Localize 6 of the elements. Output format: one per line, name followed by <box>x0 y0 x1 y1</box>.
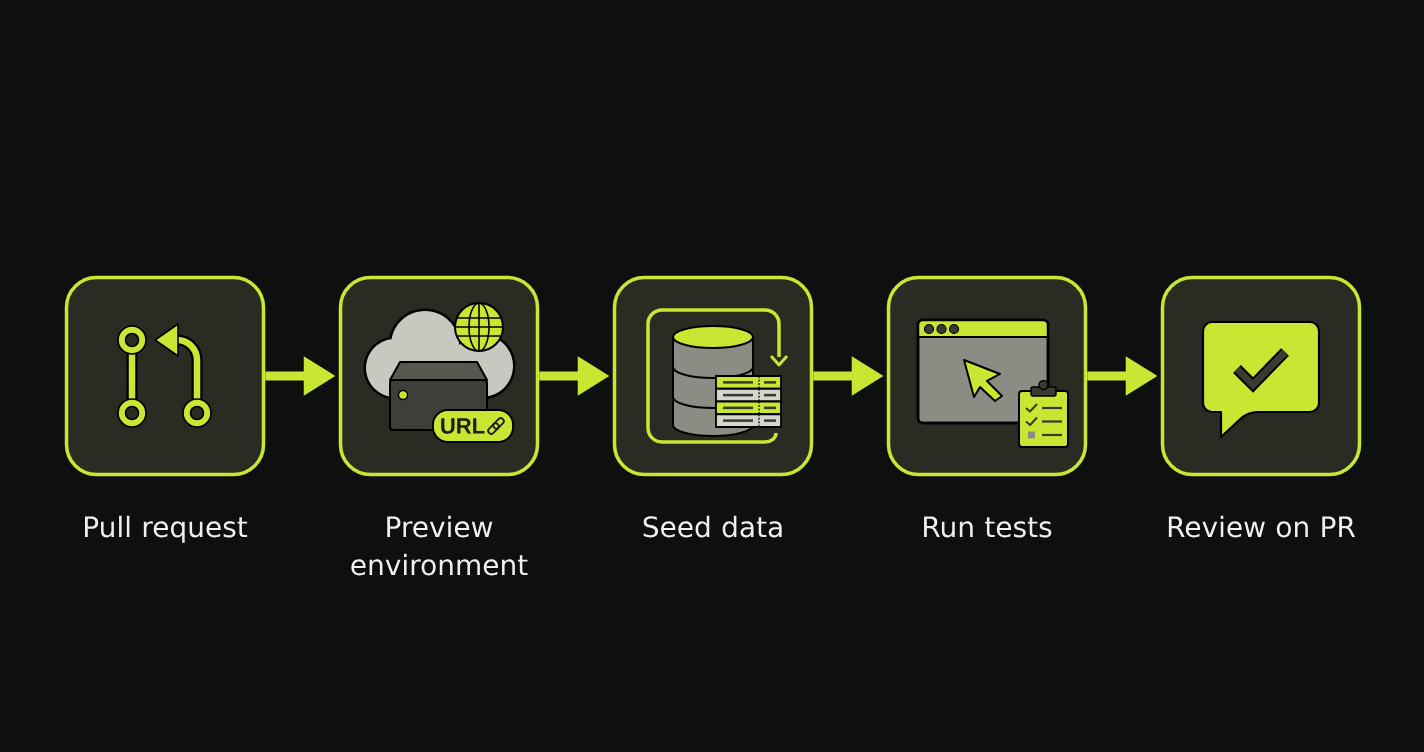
step-label: Preview environment <box>351 515 528 576</box>
step-label: Review on PR <box>1168 515 1356 538</box>
url-pill: URL <box>431 409 515 443</box>
step-label: Seed data <box>643 515 782 538</box>
step-label: Pull request <box>85 515 248 543</box>
step-label: Run tests <box>924 516 1052 538</box>
